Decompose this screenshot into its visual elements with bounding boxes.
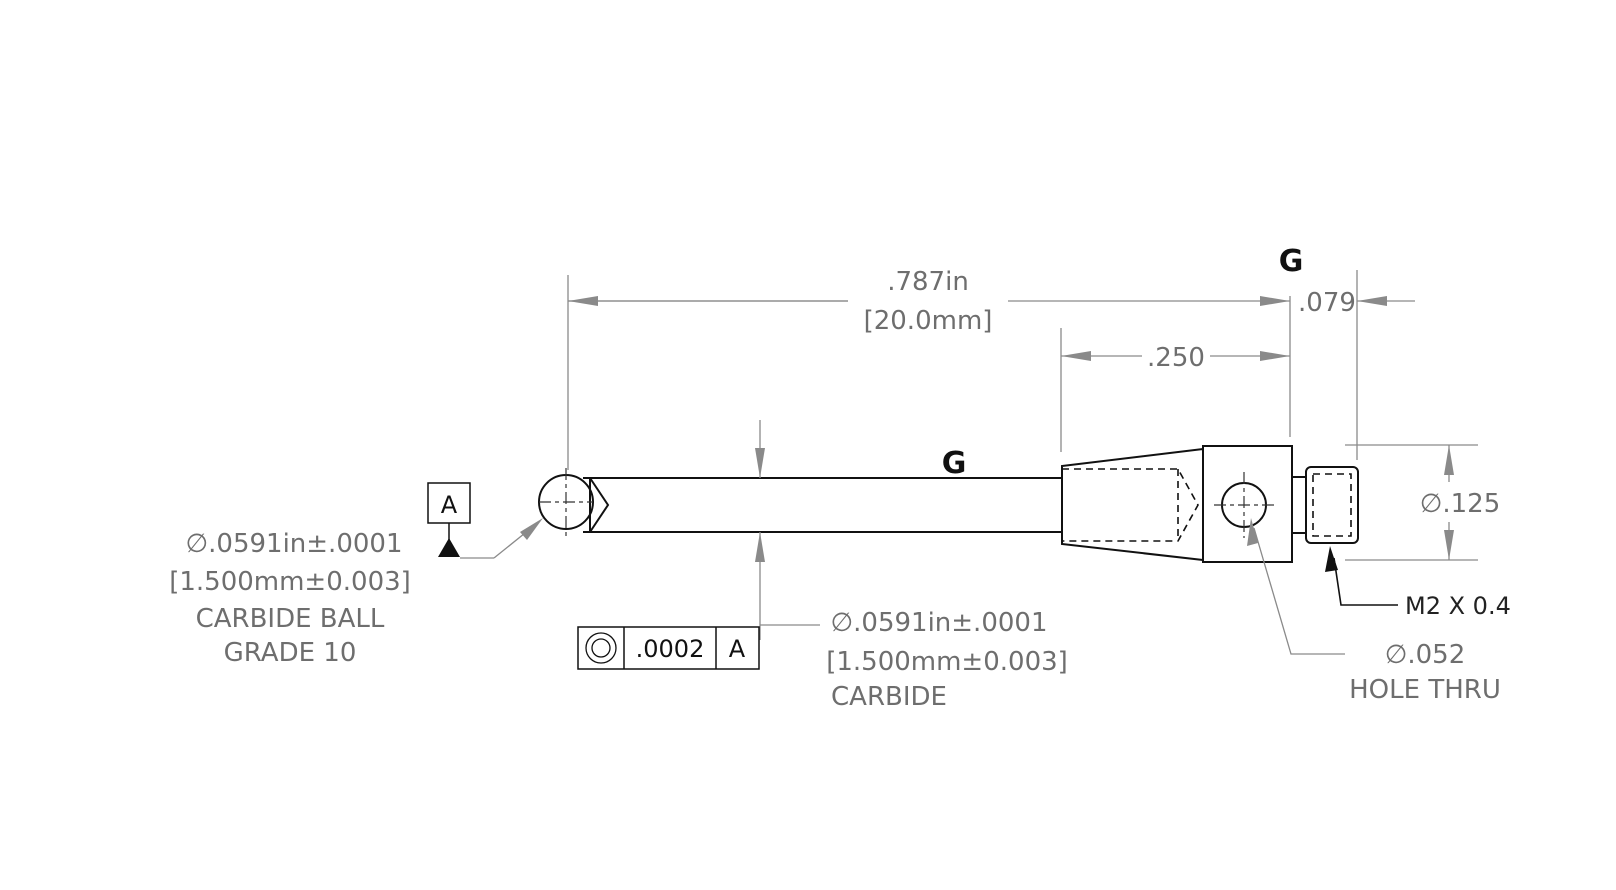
- stem-diameter-mm: [1.500mm±0.003]: [826, 647, 1068, 677]
- overall-length-mm: [20.0mm]: [864, 306, 993, 336]
- feature-control-frame: .0002 A: [577, 626, 760, 670]
- stem-material: CARBIDE: [831, 682, 947, 712]
- body-diameter-value: ∅.125: [1420, 489, 1501, 519]
- datum-label: A: [441, 491, 458, 519]
- center-marks: [539, 468, 1274, 538]
- thread-length-dimension: .079: [1298, 288, 1415, 318]
- grind-symbol-top: G: [1279, 244, 1304, 279]
- carbide-stem: [583, 478, 1062, 532]
- ball-callout: ∅.0591in±.0001 [1.500mm±0.003] CARBIDE B…: [169, 529, 411, 668]
- overall-length-in: .787in: [887, 267, 969, 297]
- taper-length-value: .250: [1147, 343, 1205, 373]
- overall-length-dimension: .787in [20.0mm]: [568, 267, 1290, 336]
- ball-grade: GRADE 10: [224, 638, 357, 668]
- concentricity-icon: [585, 632, 617, 664]
- thread-callout: M2 X 0.4: [1325, 546, 1511, 620]
- hole-diameter: ∅.052: [1385, 640, 1466, 670]
- thread-spec: M2 X 0.4: [1405, 592, 1511, 620]
- ball-diameter-in: ∅.0591in±.0001: [185, 529, 402, 559]
- hole-callout: ∅.052 HOLE THRU: [1247, 518, 1501, 705]
- body-diameter-dimension: ∅.125: [1420, 445, 1501, 560]
- ball-material: CARBIDE BALL: [196, 604, 385, 634]
- datum-feature: A: [427, 482, 543, 559]
- hole-note: HOLE THRU: [1349, 675, 1501, 705]
- tapered-body: [1061, 447, 1204, 562]
- fcf-datum: A: [729, 635, 746, 663]
- grind-symbol-stem: G: [942, 446, 967, 481]
- ball-diameter-mm: [1.500mm±0.003]: [169, 567, 411, 597]
- fcf-tolerance: .0002: [636, 635, 705, 663]
- threaded-stud: [1305, 466, 1359, 544]
- taper-length-dimension: .250: [1061, 343, 1290, 373]
- stem-callout: ∅.0591in±.0001 [1.500mm±0.003] CARBIDE: [826, 608, 1068, 712]
- extension-lines: [567, 270, 1478, 561]
- stem-diameter-arrows: [755, 420, 820, 640]
- thread-length-value: .079: [1298, 288, 1356, 318]
- stem-diameter-in: ∅.0591in±.0001: [830, 608, 1047, 638]
